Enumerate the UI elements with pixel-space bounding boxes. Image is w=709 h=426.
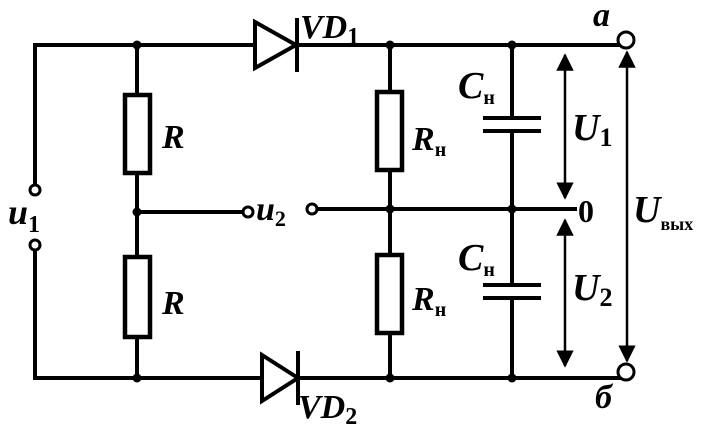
label-terminal-a: а bbox=[593, 0, 610, 34]
terminal-u1-top bbox=[28, 183, 42, 197]
junction-dots bbox=[132, 40, 517, 383]
top-rail-wire bbox=[33, 43, 622, 192]
label-U2: U2 bbox=[572, 267, 612, 312]
resistor-load-column bbox=[374, 43, 405, 380]
resistor-r-bottom bbox=[122, 254, 153, 340]
resistor-left-column bbox=[122, 43, 245, 380]
terminal-a bbox=[616, 30, 636, 50]
label-terminal-b: б bbox=[595, 379, 614, 416]
label-cn-bottom: Cн bbox=[458, 237, 495, 281]
label-Uout: Uвых bbox=[633, 189, 693, 234]
resistor-rn-top bbox=[374, 89, 405, 173]
label-rn-bottom: Rн bbox=[411, 281, 446, 321]
bottom-rail-wire bbox=[33, 243, 622, 380]
resistor-r-top bbox=[122, 92, 153, 176]
label-vd2: VD2 bbox=[298, 389, 357, 426]
terminals bbox=[28, 30, 636, 382]
terminal-u2-left bbox=[241, 205, 255, 219]
label-r-bottom: R bbox=[161, 285, 185, 322]
label-u1: u1 bbox=[8, 192, 40, 238]
terminal-b bbox=[616, 362, 636, 382]
label-rn-top: Rн bbox=[411, 121, 446, 161]
voltage-arrows bbox=[556, 50, 636, 368]
capacitor-column bbox=[483, 43, 541, 380]
label-u2: u2 bbox=[256, 191, 286, 231]
label-U1: U1 bbox=[572, 107, 612, 152]
terminal-u1-bottom bbox=[28, 238, 42, 252]
diode-vd2 bbox=[260, 351, 302, 405]
label-r-top: R bbox=[161, 119, 185, 156]
label-vd1: VD1 bbox=[300, 9, 359, 50]
resistor-rn-bottom bbox=[374, 252, 405, 336]
label-zero: 0 bbox=[578, 193, 594, 229]
diode-vd1 bbox=[253, 18, 301, 72]
label-cn-top: Cн bbox=[458, 65, 495, 109]
terminal-u2-right bbox=[305, 202, 319, 216]
